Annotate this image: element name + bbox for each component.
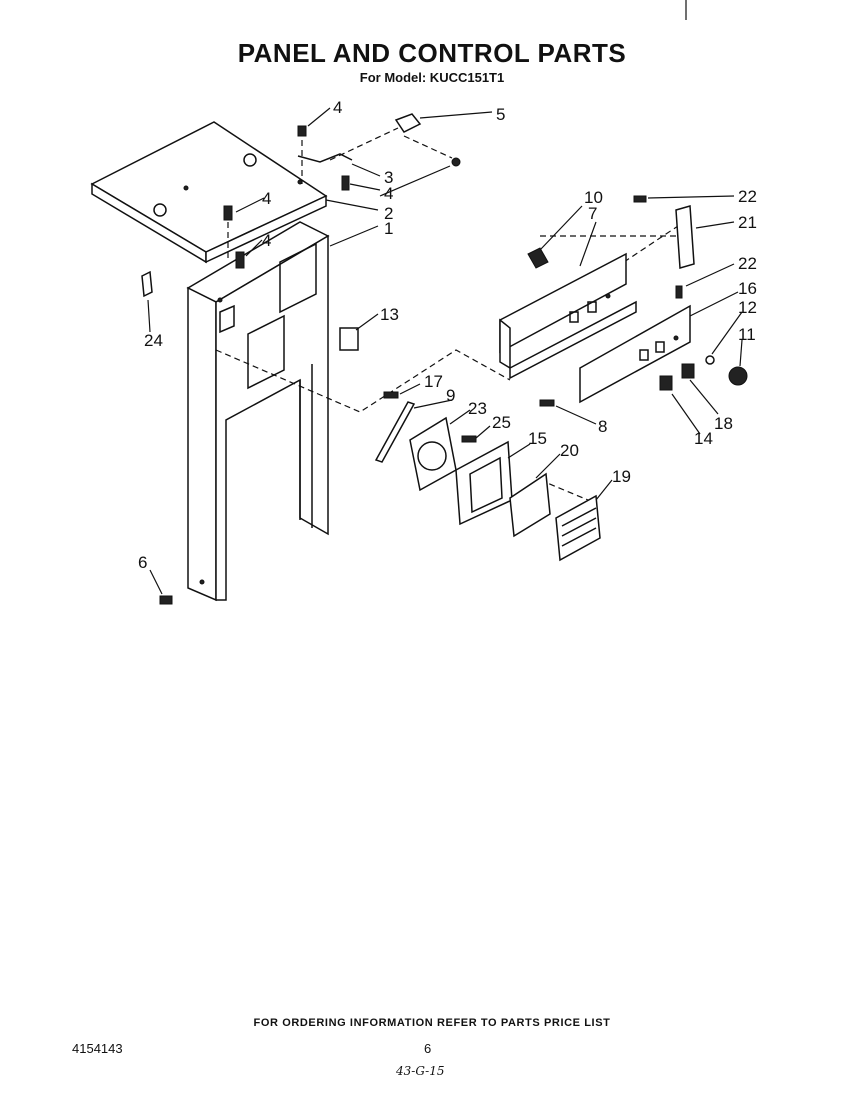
callout-6: 6 <box>138 553 147 572</box>
callout-11: 11 <box>738 325 756 344</box>
assembly-line-frame <box>215 349 511 413</box>
callout-24: 24 <box>144 331 163 350</box>
callout-16: 16 <box>738 279 757 298</box>
fan-bracket-part <box>374 401 416 463</box>
control-knob <box>728 366 748 386</box>
callout-17: 17 <box>424 372 443 391</box>
callout-25: 25 <box>492 413 511 432</box>
washer-part <box>705 355 715 365</box>
callout-4-lower: 4 <box>262 231 271 250</box>
thermostat-part <box>339 327 359 351</box>
ordering-note: FOR ORDERING INFORMATION REFER TO PARTS … <box>253 1017 611 1029</box>
callout-13: 13 <box>380 305 399 324</box>
screw-part-seventeen <box>383 391 399 399</box>
callout-22-top: 22 <box>738 187 757 206</box>
switch-part <box>394 113 461 167</box>
indicator-part <box>681 363 695 379</box>
filter-part <box>509 472 551 538</box>
callout-7: 7 <box>588 204 597 223</box>
callout-8: 8 <box>598 417 607 436</box>
leader-lines <box>147 107 743 595</box>
fan-housing-part <box>455 440 513 526</box>
rocker-switch-part <box>659 375 673 391</box>
callout-19: 19 <box>612 467 631 486</box>
callout-4-middle: 4 <box>384 184 393 203</box>
callout-22-lower: 22 <box>738 254 757 273</box>
callout-20: 20 <box>560 441 579 460</box>
callout-5: 5 <box>496 105 505 124</box>
callout-10: 10 <box>584 188 603 207</box>
handwritten-code: 43-G-15 <box>396 1064 445 1078</box>
assembly-line-hinge <box>623 225 679 263</box>
screw-part-six <box>159 595 173 605</box>
screw-part-twentyfive <box>461 435 477 443</box>
grille-part <box>555 494 601 562</box>
assembly-line-bracket <box>329 127 399 161</box>
callout-3: 3 <box>384 168 393 187</box>
screw-part-twentytwo <box>633 195 647 203</box>
callout-1: 1 <box>384 219 393 238</box>
page-title: PANEL AND CONTROL PARTS <box>237 38 627 68</box>
document-number: 4154143 <box>72 1041 123 1056</box>
callout-21: 21 <box>738 213 757 232</box>
callout-2: 2 <box>384 204 393 223</box>
model-subtitle: For Model: KUCC151T1 <box>359 70 505 85</box>
screw-part-eight <box>539 399 555 407</box>
callout-23: 23 <box>468 399 487 418</box>
control-frame <box>186 221 330 602</box>
top-panel <box>90 121 328 264</box>
knob-part <box>527 247 549 269</box>
callout-4-left: 4 <box>262 189 271 208</box>
assembly-line-grille <box>539 479 589 501</box>
callout-4-top: 4 <box>333 98 342 117</box>
control-trim <box>499 252 691 404</box>
callout-15: 15 <box>528 429 547 448</box>
clip-part <box>141 270 153 298</box>
assembly-line-switch <box>403 135 453 159</box>
callout-14: 14 <box>694 429 713 448</box>
fan-part <box>409 416 457 492</box>
page-number: 6 <box>424 1041 432 1056</box>
hinge-part <box>675 205 695 269</box>
screw-parts <box>223 125 350 269</box>
callout-18: 18 <box>714 414 733 433</box>
screw-part-twentytwo-b <box>675 285 683 299</box>
callout-9: 9 <box>446 386 455 405</box>
bracket-part <box>297 153 353 163</box>
callout-12: 12 <box>738 298 757 317</box>
